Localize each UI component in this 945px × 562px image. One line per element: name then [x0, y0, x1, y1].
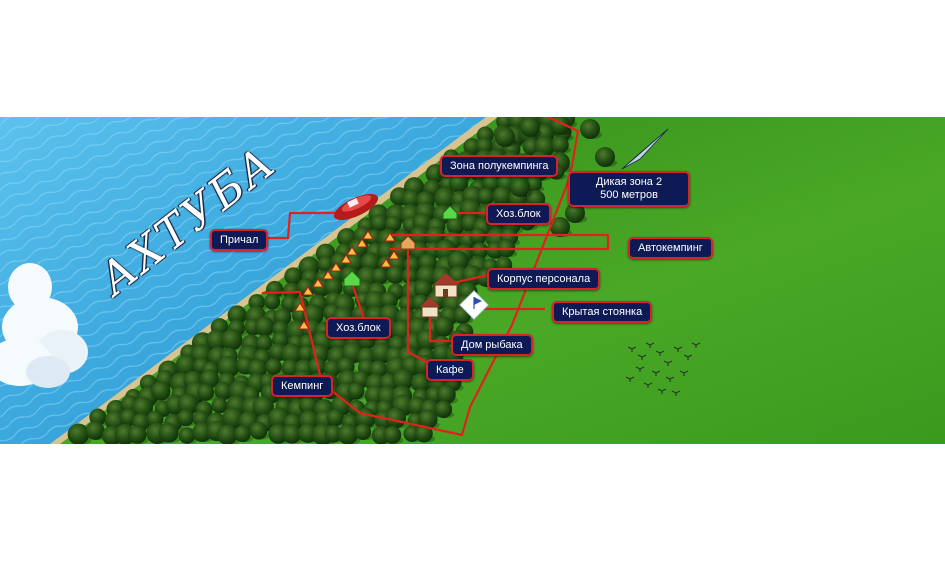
staff-building-icon [433, 273, 459, 298]
tree-icon [249, 421, 270, 440]
tent-icon [346, 246, 358, 256]
tree-icon [595, 147, 617, 167]
label-covered-parking[interactable]: Крытая стоянка [552, 301, 653, 323]
tree-icon [67, 423, 92, 444]
tree-icon [177, 409, 197, 427]
label-utility-block-bottom[interactable]: Хоз.блок [326, 317, 391, 339]
tree-icon [371, 267, 391, 285]
label-staff-building[interactable]: Корпус персонала [487, 268, 601, 290]
label-cafe[interactable]: Кафе [426, 359, 474, 381]
hozblok-bottom-house-icon [343, 270, 361, 287]
tree-icon [128, 425, 149, 444]
hozblok-top-house-icon [442, 205, 458, 220]
fisherman-house-icon [420, 297, 440, 318]
tree-icon [158, 422, 181, 443]
label-autocamping[interactable]: Автокемпинг [628, 237, 713, 259]
tents [294, 230, 400, 330]
label-wild-zone-line2: 500 метров [600, 189, 658, 201]
covered-parking-icon [459, 290, 489, 320]
tent-icon [330, 262, 342, 272]
path-autocamping [390, 233, 610, 251]
tree-icon [580, 119, 602, 139]
label-utility-block-top[interactable]: Хоз.блок [486, 203, 551, 225]
tree-icon [565, 203, 587, 223]
birds-icon [625, 342, 701, 396]
tree-icon [392, 368, 416, 391]
tree-icon [434, 400, 455, 419]
path-hozblok-bottom [350, 282, 367, 323]
tree-icon [265, 358, 284, 375]
tree-icon [386, 265, 407, 284]
tree-icon [383, 426, 404, 444]
tree-icon [520, 117, 542, 137]
tent-icon [298, 320, 310, 330]
tent-icon [356, 238, 368, 248]
tree-icon [234, 425, 253, 443]
tree-icon [178, 427, 198, 444]
label-semi-camping[interactable]: Зона полукемпинга [440, 155, 559, 177]
north-arrow-icon [621, 128, 669, 170]
tent-icon [362, 230, 374, 240]
path-fisher [428, 315, 455, 343]
tent-icon [388, 250, 400, 260]
tree-icon [550, 117, 572, 135]
tent-icon [322, 270, 334, 280]
tent-icon [294, 302, 306, 312]
label-pier[interactable]: Причал [210, 229, 269, 251]
tree-icon [254, 316, 277, 337]
tree-icon [337, 423, 361, 444]
tree-icon [217, 424, 240, 444]
tree-icon [197, 383, 217, 401]
tree-icon [282, 424, 304, 444]
forest [67, 117, 617, 444]
tree-icon [414, 424, 435, 443]
tree-icon [510, 177, 532, 197]
boat-icon [333, 193, 379, 221]
tree-icon [264, 293, 283, 310]
label-camping[interactable]: Кемпинг [271, 375, 334, 397]
tree-icon [495, 127, 517, 147]
tree-icon [551, 136, 571, 154]
tent-icon [302, 286, 314, 296]
path-main-vertical [261, 117, 580, 437]
tent-icon [380, 258, 392, 268]
label-wild-zone[interactable]: Дикая зона 2 500 метров [568, 171, 690, 207]
camp-map: АХТУБА Зона полукемпинга Дикая зона 2 50… [0, 117, 945, 444]
autocamping-house-icon [400, 235, 416, 250]
tent-icon [384, 232, 396, 242]
label-wild-zone-line1: Дикая зона 2 [595, 176, 663, 188]
tree-icon [354, 423, 374, 440]
tree-icon [453, 306, 474, 324]
cloud-icon [0, 263, 88, 388]
tree-icon [347, 382, 367, 400]
tent-icon [312, 278, 324, 288]
label-fisherman-house[interactable]: Дом рыбака [451, 334, 533, 356]
tent-icon [340, 254, 352, 264]
